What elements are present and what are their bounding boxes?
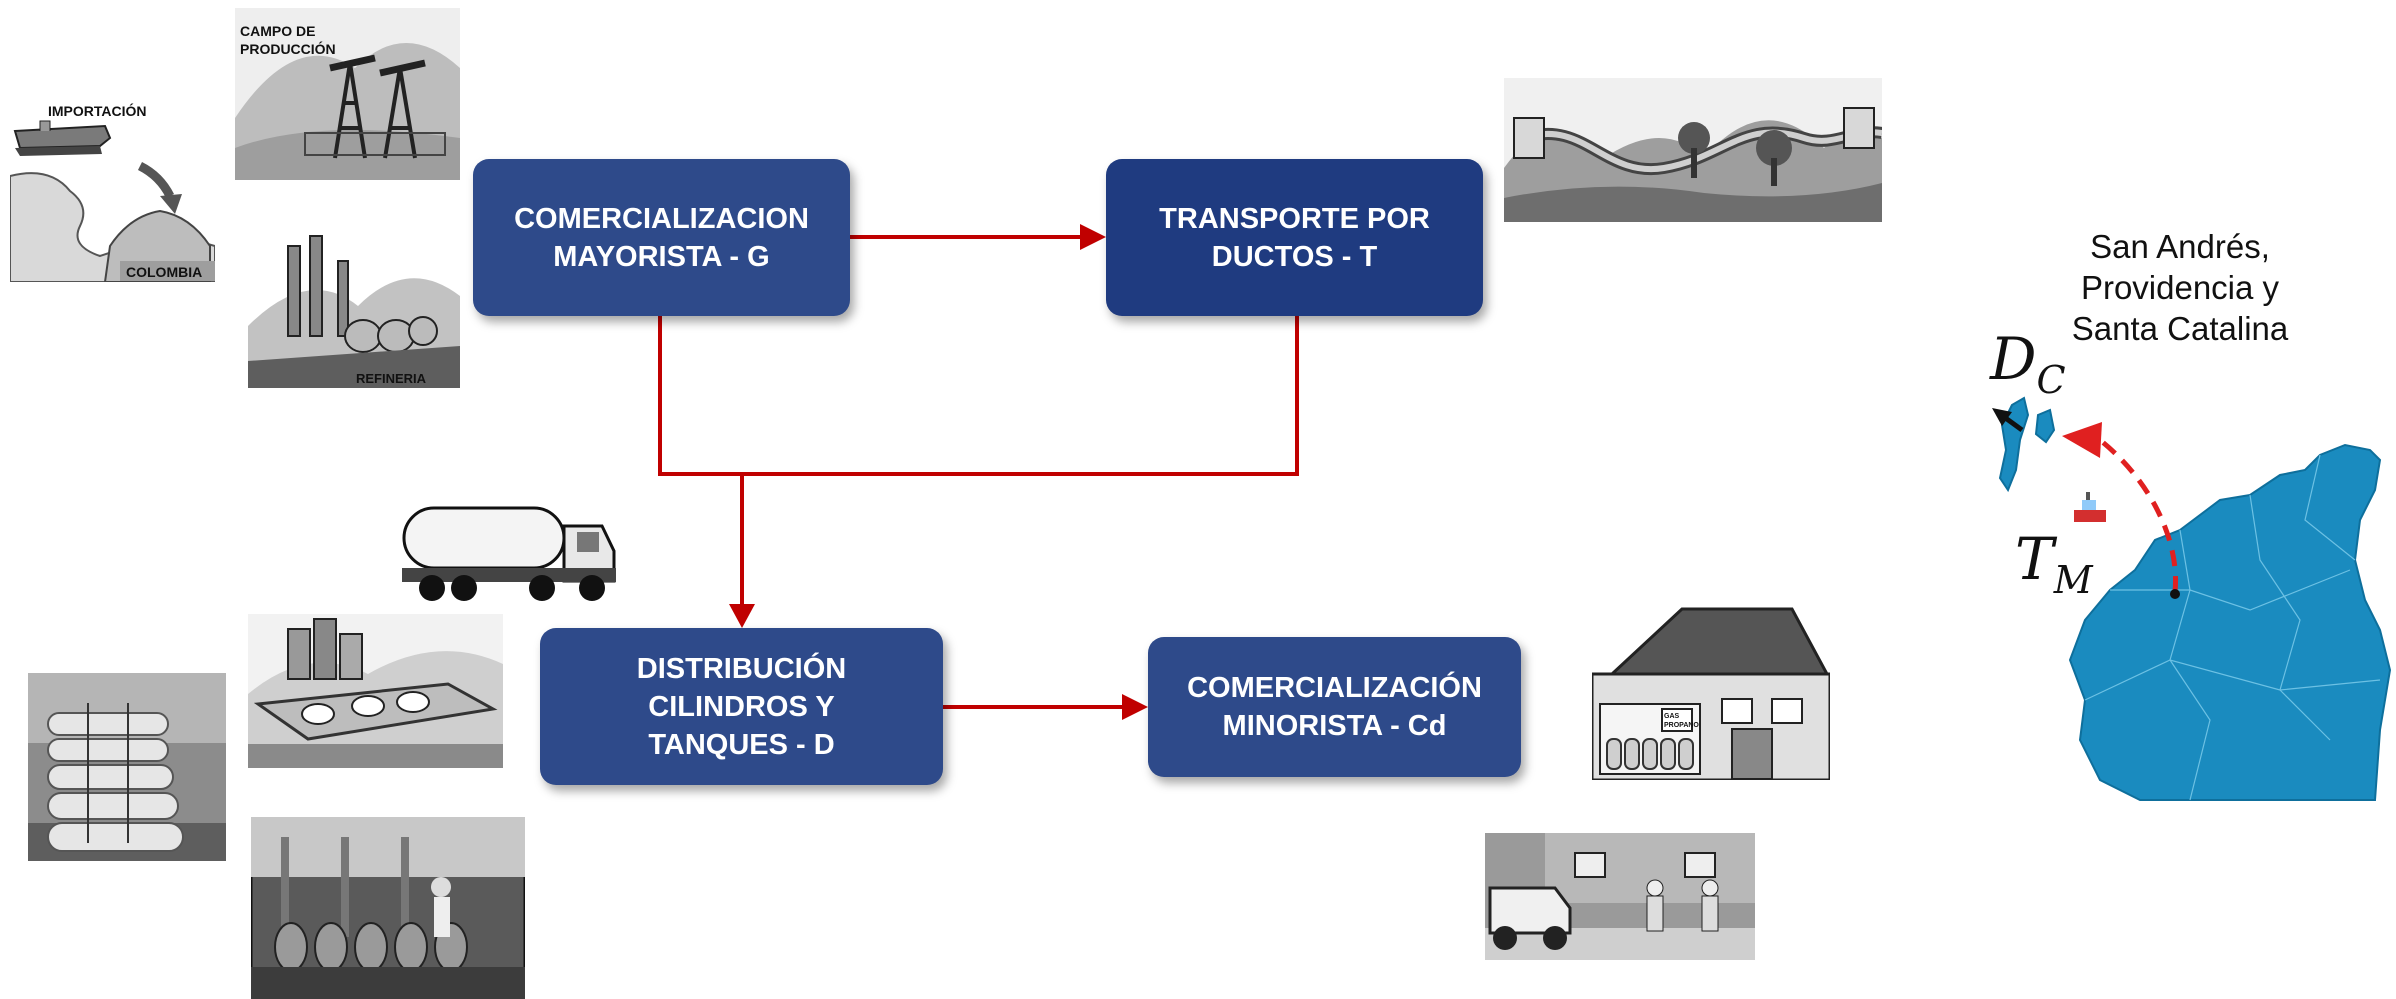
port-dot xyxy=(2170,589,2180,599)
campo-produccion-illustration: CAMPO DE PRODUCCIÓN xyxy=(235,8,460,180)
arrow-head-g-to-t xyxy=(1080,224,1106,250)
campo-label-line2: PRODUCCIÓN xyxy=(240,40,336,57)
node-cd-line1: COMERCIALIZACIÓN xyxy=(1187,672,1482,704)
node-t-line1: TRANSPORTE POR xyxy=(1159,202,1430,235)
node-distribucion: DISTRIBUCIÓN CILINDROS Y TANQUES - D xyxy=(540,628,943,785)
node-comercializacion-mayorista: COMERCIALIZACION MAYORISTA - G xyxy=(473,159,850,316)
gas-plant-illustration xyxy=(248,614,503,768)
node-cd-line2: MINORISTA - Cd xyxy=(1222,710,1447,742)
arrow-head-to-d xyxy=(729,604,755,628)
map-label-line1: San Andrés, xyxy=(2090,228,2270,265)
label-tm-sub: M xyxy=(2053,558,2093,602)
node-d-line2: CILINDROS Y xyxy=(648,690,835,723)
store-sign-line1: GAS xyxy=(1664,713,1680,720)
refineria-illustration: REFINERIA xyxy=(248,226,460,388)
delivery-scene-illustration xyxy=(1485,833,1755,960)
colombia-map xyxy=(1992,396,2392,801)
store-sign-line2: PROPANO xyxy=(1664,722,1699,729)
arrow-head-d-to-cd xyxy=(1122,694,1148,720)
node-t-line2: DUCTOS - T xyxy=(1211,240,1378,273)
node-g-line1: COMERCIALIZACION xyxy=(514,202,809,235)
map-label-line3: Santa Catalina xyxy=(2071,310,2289,347)
node-d-line1: DISTRIBUCIÓN xyxy=(636,652,847,685)
importacion-label: IMPORTACIÓN xyxy=(48,102,147,119)
label-dc: DC xyxy=(1990,325,2066,402)
maritime-arrow-head xyxy=(2062,422,2102,458)
colombia-label: COLOMBIA xyxy=(126,264,202,280)
map-label-line2: Providencia y xyxy=(2080,269,2280,306)
label-tm-main: T xyxy=(2015,525,2054,593)
node-d-line3: TANQUES - D xyxy=(648,728,835,761)
gas-store-illustration: GAS PROPANO xyxy=(1592,604,1830,780)
pipeline-illustration xyxy=(1504,78,1882,222)
storage-tanks-photo xyxy=(28,673,226,861)
tanker-truck-illustration xyxy=(392,496,620,608)
colombia-mainland xyxy=(2068,443,2392,801)
label-tm: TM xyxy=(2015,525,2093,602)
label-dc-main: D xyxy=(1990,325,2037,393)
map-islands-label: San Andrés, Providencia y Santa Catalina xyxy=(2060,226,2300,349)
cylinder-filling-photo xyxy=(251,817,525,999)
importacion-illustration: IMPORTACIÓN COLOMBIA xyxy=(10,96,215,282)
connector-g-down xyxy=(658,315,1299,476)
label-dc-sub: C xyxy=(2036,358,2066,402)
node-transporte-ductos: TRANSPORTE POR DUCTOS - T xyxy=(1106,159,1483,316)
refineria-label: REFINERIA xyxy=(356,371,427,386)
node-comercializacion-minorista: COMERCIALIZACIÓN MINORISTA - Cd xyxy=(1148,637,1521,777)
island-providencia xyxy=(2034,408,2056,444)
node-g-line2: MAYORISTA - G xyxy=(553,240,770,273)
campo-label-line1: CAMPO DE xyxy=(240,23,315,39)
maritime-route xyxy=(2098,438,2179,593)
ship-icon xyxy=(2074,492,2106,522)
